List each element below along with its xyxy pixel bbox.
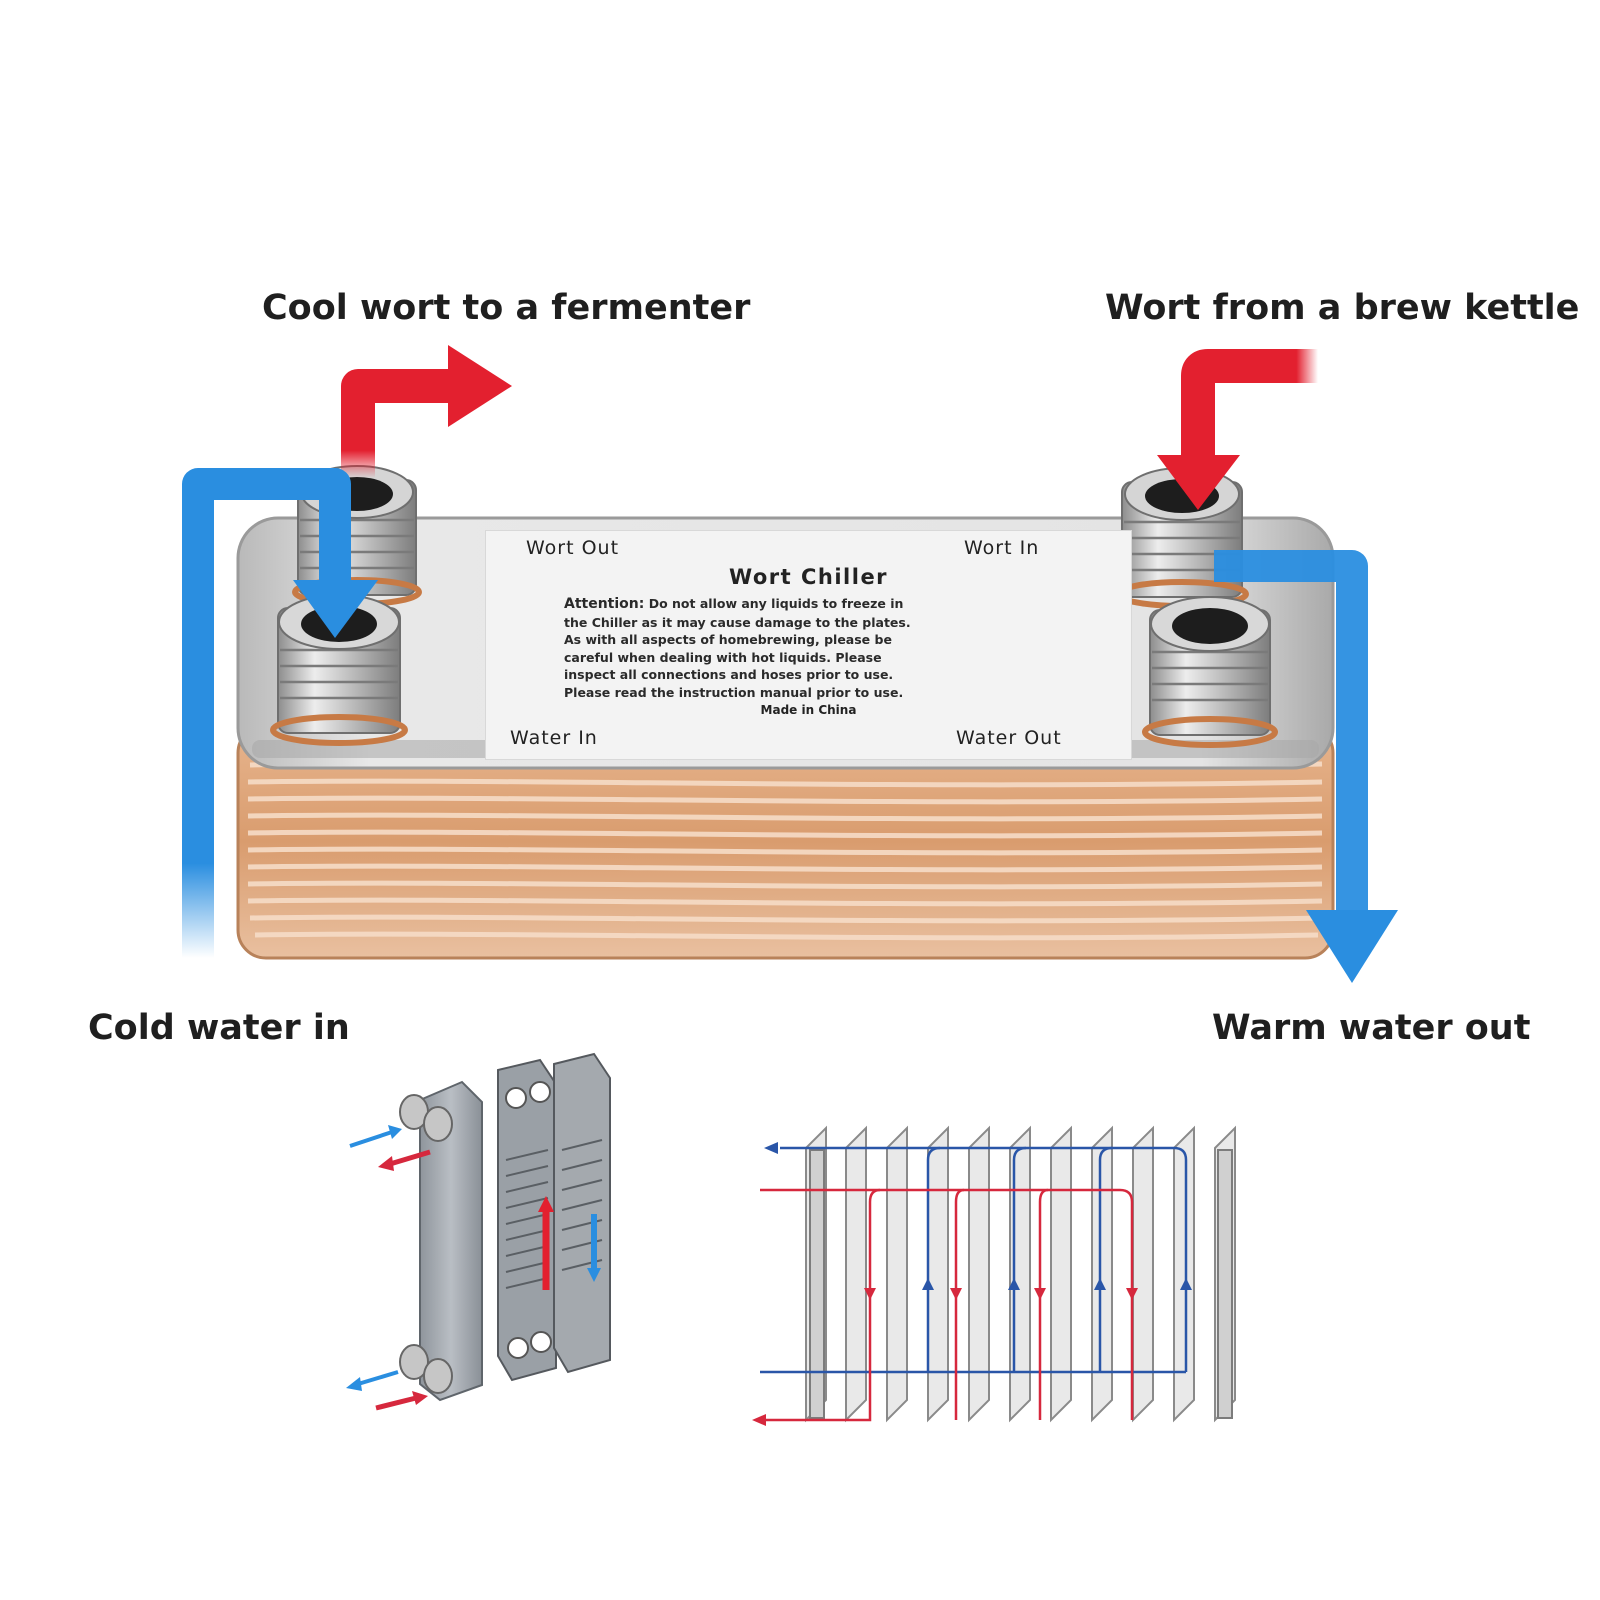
port-fitting-wort-in <box>1115 467 1249 609</box>
counterflow-schematic <box>752 1125 1236 1426</box>
wort-in-arrowhead <box>1157 455 1240 510</box>
label-attention-line-6: Please read the instruction manual prior… <box>564 684 904 700</box>
callout-cool-wort: Cool wort to a fermenter <box>262 288 751 328</box>
label-attention-line-4: careful when dealing with hot liquids. P… <box>564 649 882 665</box>
label-attention-heading: Attention: <box>564 596 645 612</box>
wort-in-arrow <box>1181 349 1318 458</box>
label-made-in: Made in China <box>760 703 857 717</box>
port-fitting-water-in <box>270 594 408 746</box>
label-wort-out: Wort Out <box>526 537 620 559</box>
label-wort-in: Wort In <box>964 537 1040 559</box>
label-attention-line-5: inspect all connections and hoses prior … <box>564 667 894 682</box>
warm-water-out-arrowhead <box>1306 910 1398 983</box>
callout-wort-from-kettle: Wort from a brew kettle <box>1105 288 1580 328</box>
port-fitting-water-out <box>1142 596 1278 748</box>
warm-water-out-arrow <box>1214 550 1368 914</box>
cool-wort-arrowhead <box>448 345 512 427</box>
label-attention-line-2: the Chiller as it may cause damage to th… <box>564 614 911 630</box>
cold-water-in-arrow <box>182 468 351 958</box>
label-water-in: Water In <box>510 727 598 749</box>
exploded-plate-view <box>346 1052 611 1411</box>
label-water-out: Water Out <box>956 727 1062 749</box>
cold-water-in-arrowhead <box>293 580 378 638</box>
callout-cold-water-in: Cold water in <box>88 1008 350 1048</box>
label-title: Wort Chiller <box>728 565 889 589</box>
product-label: Wort Out Wort In Wort Chiller Attention:… <box>485 530 1132 760</box>
cool-wort-out-arrow <box>341 369 455 478</box>
plate-stripes <box>247 761 1323 941</box>
callout-warm-water-out: Warm water out <box>1212 1008 1531 1048</box>
label-attention-line-1: Do not allow any liquids to freeze in <box>648 596 904 611</box>
label-attention-line-3: As with all aspects of homebrewing, plea… <box>564 632 892 647</box>
label-attention-text: Attention: Do not allow any liquids to f… <box>564 595 1034 701</box>
